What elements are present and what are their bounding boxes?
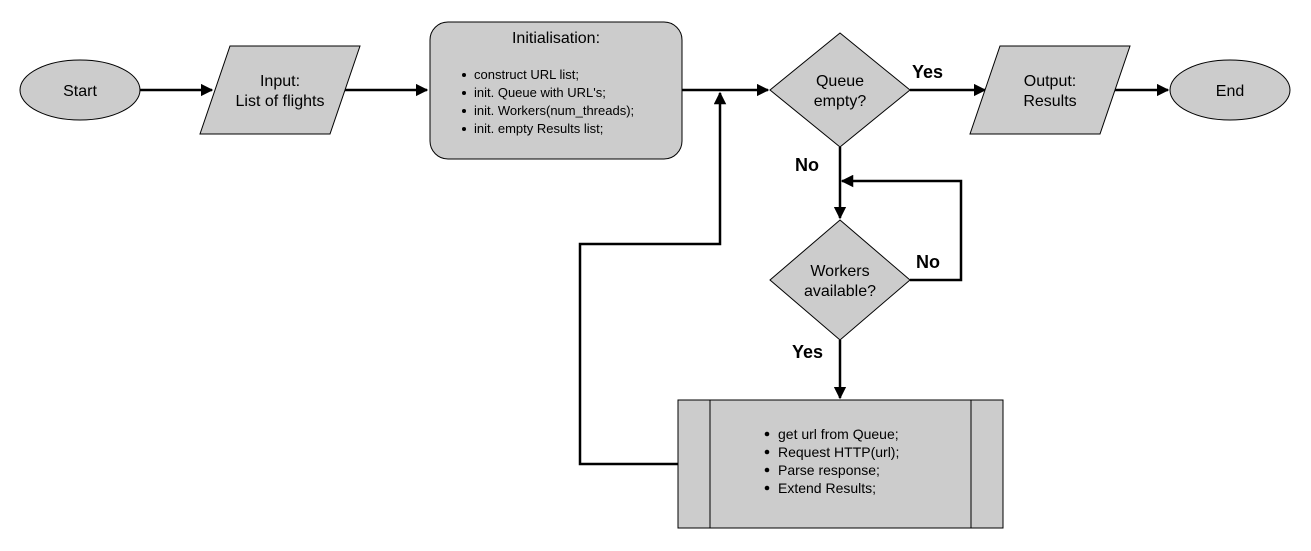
workers-no-label: No	[916, 252, 940, 272]
queue-empty-node: Queue empty?	[769, 32, 911, 148]
queue-label-line2: empty?	[814, 93, 867, 110]
workers-yes-label: Yes	[792, 342, 823, 362]
process-bullet-dot	[764, 449, 770, 455]
init-bullet-dot	[462, 127, 466, 131]
queue-label-line1: Queue	[816, 73, 864, 90]
workers-label-line2: available?	[804, 283, 876, 300]
output-label-line1: Output:	[1024, 73, 1076, 90]
process-bullet-3: Parse response;	[778, 462, 880, 478]
process-bullet-dot	[764, 467, 770, 473]
process-bullet-1: get url from Queue;	[778, 426, 899, 442]
workers-label-line1: Workers	[810, 263, 869, 280]
init-bullet-dot	[462, 91, 466, 95]
input-node: Input: List of flights	[199, 45, 361, 135]
input-label-line2: List of flights	[236, 93, 325, 110]
process-bullet-dot	[764, 485, 770, 491]
output-node: Output: Results	[969, 45, 1131, 135]
init-bullets: construct URL list; init. Queue with URL…	[462, 67, 634, 136]
init-bullet-4: init. empty Results list;	[474, 121, 603, 136]
init-bullet-2: init. Queue with URL's;	[474, 85, 606, 100]
workers-available-node: Workers available?	[769, 219, 911, 341]
init-bullet-3: init. Workers(num_threads);	[474, 103, 634, 118]
edges	[140, 83, 1170, 466]
process-bullet-2: Request HTTP(url);	[778, 444, 899, 460]
process-node: get url from Queue; Request HTTP(url); P…	[677, 399, 1004, 529]
init-title: Initialisation:	[512, 30, 600, 47]
edge-workers-loop	[840, 174, 963, 282]
process-bullet-4: Extend Results;	[778, 480, 876, 496]
init-bullet-dot	[462, 73, 466, 77]
input-label-line1: Input:	[260, 73, 300, 90]
queue-yes-label: Yes	[912, 62, 943, 82]
end-label: End	[1216, 83, 1244, 100]
queue-no-label: No	[795, 155, 819, 175]
start-label: Start	[63, 83, 97, 100]
init-node: Initialisation: construct URL list; init…	[429, 21, 683, 160]
start-node: Start	[19, 59, 141, 121]
init-bullet-dot	[462, 109, 466, 113]
process-bullets: get url from Queue; Request HTTP(url); P…	[764, 426, 899, 496]
end-node: End	[1169, 59, 1291, 121]
edge-process-return	[578, 91, 727, 466]
process-bullet-dot	[764, 431, 770, 437]
init-bullet-1: construct URL list;	[474, 67, 579, 82]
output-label-line2: Results	[1023, 93, 1076, 110]
